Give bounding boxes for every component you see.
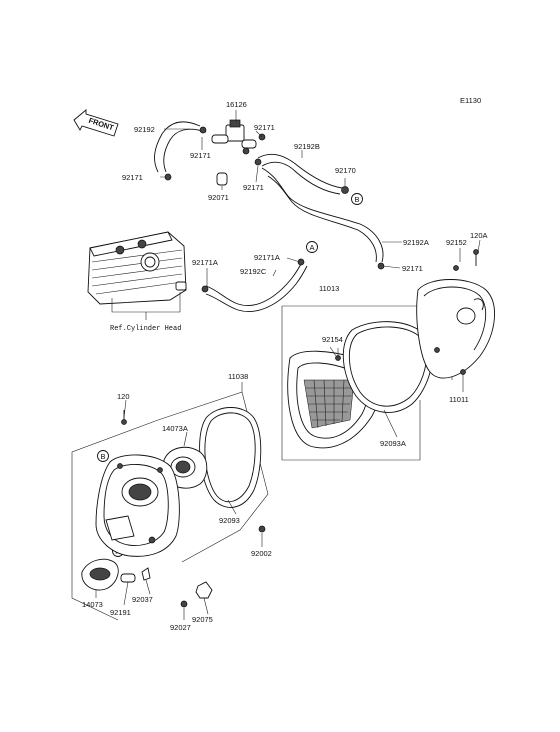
label-14073: 14073 bbox=[82, 600, 103, 609]
label-92093: 92093 bbox=[219, 516, 240, 525]
cap-92071 bbox=[216, 172, 228, 186]
label-92002: 92002 bbox=[251, 549, 272, 558]
valve-16126 bbox=[211, 119, 257, 149]
gasket-92093A bbox=[342, 321, 433, 413]
clamp-92170 bbox=[341, 186, 349, 194]
washer-92152 bbox=[453, 265, 459, 271]
svg-text:B: B bbox=[355, 195, 360, 204]
cylinder-head bbox=[87, 231, 187, 305]
label-92093A: 92093A bbox=[380, 439, 406, 448]
filter-mesh bbox=[303, 379, 355, 429]
label-92037: 92037 bbox=[132, 595, 153, 604]
label-92171-a: 92171 bbox=[254, 123, 275, 132]
label-92171-c: 92171 bbox=[122, 173, 143, 182]
label-92027: 92027 bbox=[170, 623, 191, 632]
clip-92037 bbox=[141, 567, 151, 581]
label-120: 120 bbox=[117, 392, 130, 401]
front-arrow-icon: FRONT bbox=[73, 109, 119, 137]
label-92171-b: 92171 bbox=[190, 151, 211, 160]
svg-text:B: B bbox=[101, 452, 106, 461]
cylinder-ref-label: Ref.Cylinder Head bbox=[110, 325, 181, 333]
label-92191: 92191 bbox=[110, 608, 131, 617]
cylinder-ref-bracket bbox=[111, 292, 181, 320]
label-92171-e: 92171 bbox=[402, 264, 423, 273]
bolt-120 bbox=[121, 410, 127, 425]
label-92192: 92192 bbox=[134, 125, 155, 134]
screw-92002 bbox=[258, 525, 266, 533]
cover-11011 bbox=[416, 279, 495, 379]
label-92170: 92170 bbox=[335, 166, 356, 175]
callout-a-upper: A bbox=[306, 241, 318, 253]
plug-92191 bbox=[120, 573, 136, 583]
label-92192B: 92192B bbox=[294, 142, 320, 151]
label-92192A: 92192A bbox=[403, 238, 429, 247]
base-plate bbox=[95, 454, 180, 557]
screw-92154 bbox=[335, 348, 341, 361]
label-92071: 92071 bbox=[208, 193, 229, 202]
label-92171A-b: 92171A bbox=[192, 258, 218, 267]
callout-b-lower: B bbox=[97, 450, 109, 462]
long-hose-92192A bbox=[261, 167, 384, 263]
label-92171A-a: 92171A bbox=[254, 253, 280, 262]
label-14073A: 14073A bbox=[162, 424, 188, 433]
diagram-code: E1130 bbox=[460, 96, 481, 105]
label-92192C: 92192C bbox=[240, 267, 267, 276]
label-11011: 11011 bbox=[449, 395, 469, 404]
duct-14073 bbox=[81, 558, 119, 591]
label-92171-d: 92171 bbox=[243, 183, 264, 192]
label-11013: 11013 bbox=[319, 284, 339, 293]
label-92152: 92152 bbox=[446, 238, 467, 247]
hose-92192C bbox=[205, 261, 308, 312]
label-92154: 92154 bbox=[322, 335, 343, 344]
callout-b-upper: B bbox=[351, 193, 363, 205]
label-11038: 11038 bbox=[228, 372, 248, 381]
label-120A: 120A bbox=[470, 231, 488, 240]
svg-text:A: A bbox=[310, 243, 315, 252]
breather-hose-92192 bbox=[154, 121, 207, 173]
hose-92192B bbox=[257, 153, 343, 195]
label-16126: 16126 bbox=[226, 100, 247, 109]
leader-lines bbox=[95, 110, 481, 620]
clamps-92171A bbox=[201, 258, 305, 293]
nut-92075 bbox=[195, 581, 213, 599]
label-92075: 92075 bbox=[192, 615, 213, 624]
bolt-120A bbox=[473, 249, 479, 266]
gasket-92093 bbox=[199, 407, 262, 508]
washer-92027 bbox=[180, 600, 188, 608]
